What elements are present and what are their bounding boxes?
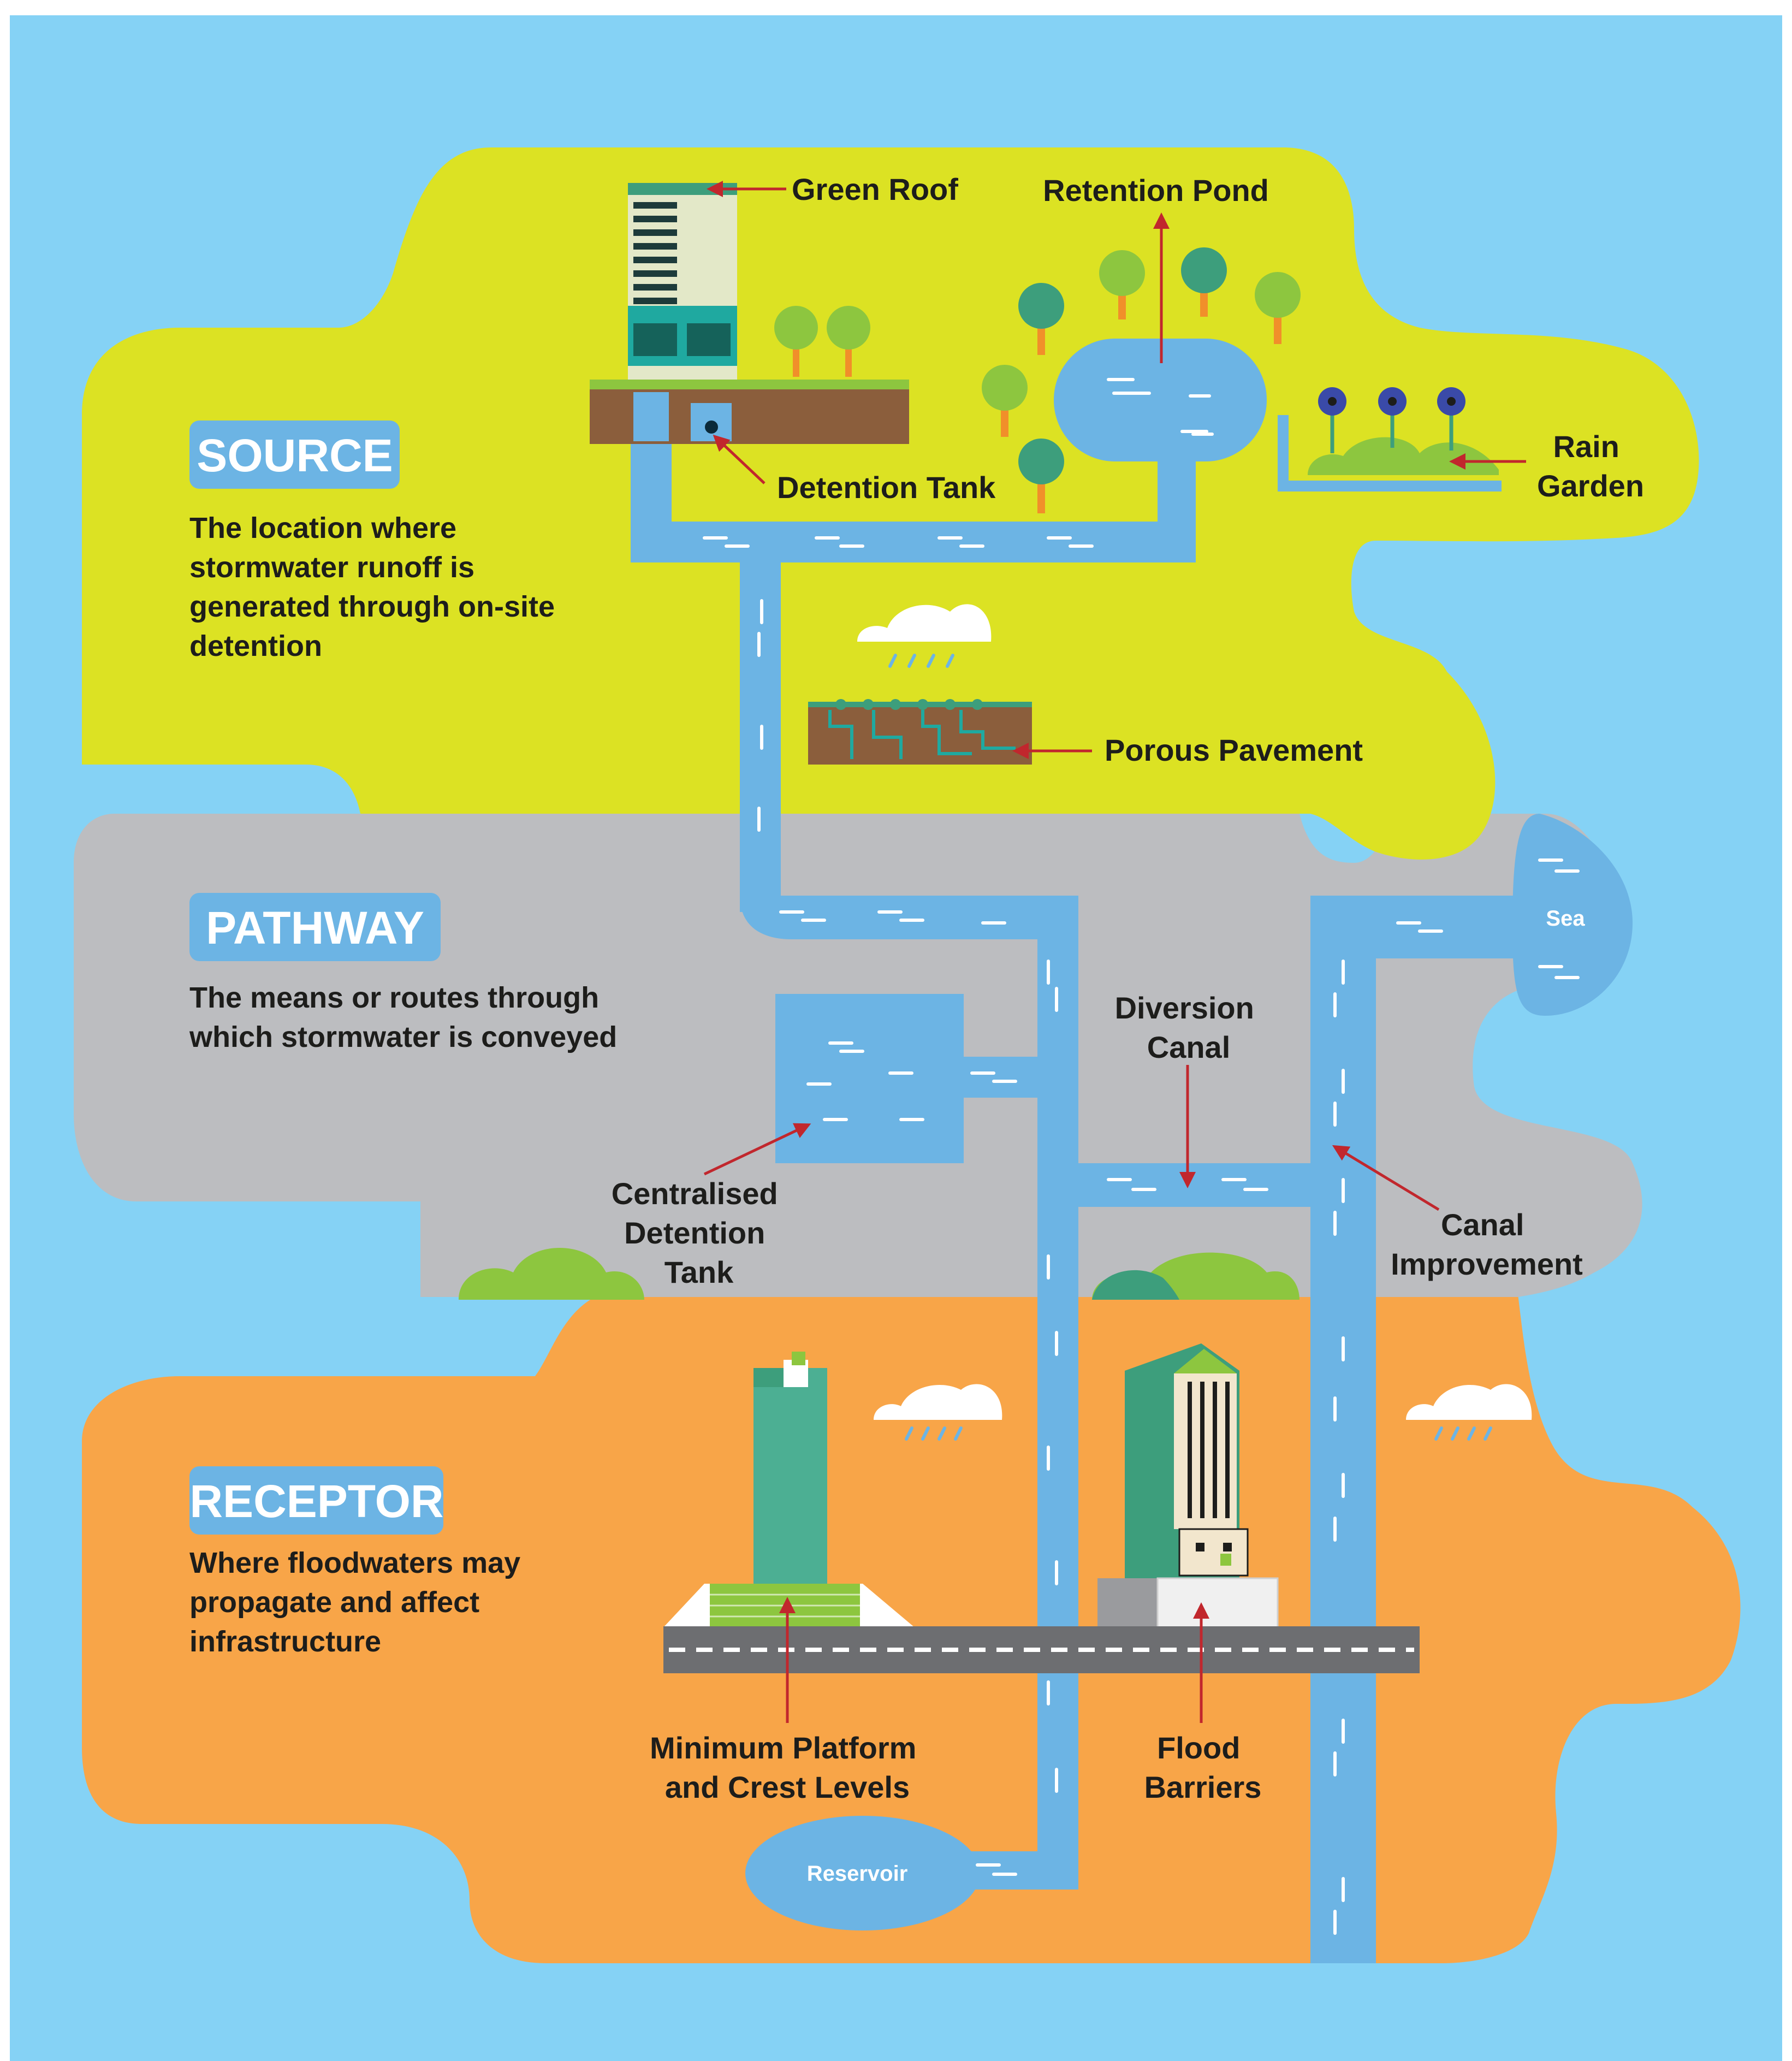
label-centralised-detention-tank: Centralised Detention Tank: [612, 1176, 787, 1289]
label-diversion-canal: Diversion Canal: [1115, 991, 1263, 1064]
pathway-description: The means or routes through which stormw…: [189, 981, 617, 1053]
water-channels: [631, 390, 1545, 1963]
water-ripples: [703, 378, 1580, 1935]
source-title: SOURCE: [197, 430, 393, 481]
receptor-description: Where floodwaters may propagate and affe…: [189, 1547, 529, 1658]
centralised-tank: [775, 994, 964, 1163]
pathway-title: PATHWAY: [206, 902, 424, 953]
retention-pond: [1054, 339, 1267, 461]
clouds: [857, 604, 1532, 1420]
source-title-box: SOURCE: [189, 421, 400, 489]
label-flood-barriers: Flood Barriers: [1144, 1731, 1262, 1804]
receptor-title-box: RECEPTOR: [189, 1466, 444, 1535]
label-arrows: [703, 181, 1526, 1723]
detention-tank-ground: [590, 380, 909, 444]
rain-drops: [888, 654, 1492, 1441]
label-rain-garden: Rain Garden: [1537, 429, 1644, 503]
road: [663, 1626, 1420, 1673]
label-green-roof: Green Roof: [792, 172, 958, 206]
green-roof-building: [628, 183, 737, 380]
label-porous-pavement: Porous Pavement: [1105, 733, 1363, 767]
trees: [774, 247, 1301, 513]
reservoir: [745, 1816, 980, 1930]
label-retention-pond: Retention Pond: [1043, 173, 1269, 208]
porous-pavement: [808, 699, 1032, 765]
label-reservoir: Reservoir: [807, 1862, 908, 1886]
flood-barrier-building: [1097, 1343, 1279, 1628]
source-description: The location where stormwater runoff is …: [189, 512, 563, 662]
receptor-title: RECEPTOR: [189, 1476, 443, 1527]
pathway-title-box: PATHWAY: [189, 893, 441, 961]
label-sea: Sea: [1546, 907, 1585, 931]
label-canal-improvement: Canal Improvement: [1391, 1207, 1583, 1281]
label-detention-tank: Detention Tank: [777, 470, 996, 505]
source-zone: [82, 147, 1699, 860]
bushes: [459, 1248, 1300, 1300]
label-minimum-platform: Minimum Platform and Crest Levels: [650, 1731, 925, 1804]
